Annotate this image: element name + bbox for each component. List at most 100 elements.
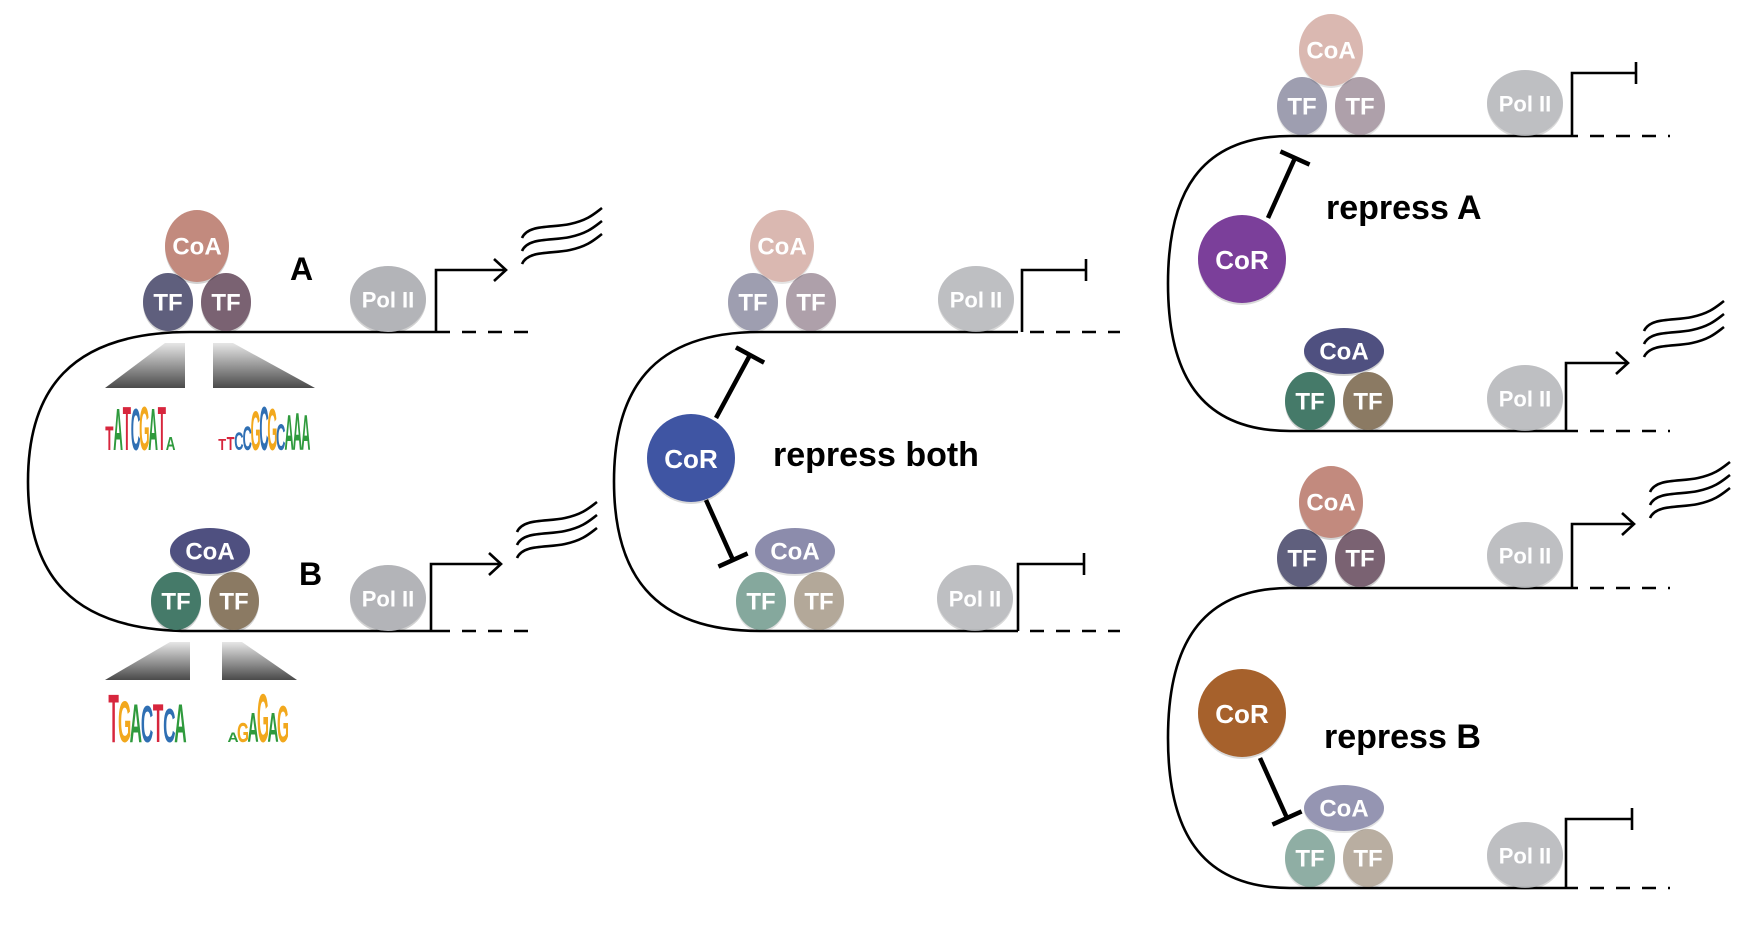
- motif-letter: C: [243, 421, 252, 458]
- ra-gene-b-promoter: [1564, 361, 1628, 431]
- ra-a-tf-1-body: [1277, 77, 1327, 135]
- rb-gene-a-promoter: [1570, 522, 1634, 588]
- both-b-coa-label: CoA: [770, 539, 819, 566]
- motif-letter: G: [257, 680, 269, 757]
- enhancer-b-tf-1-label: TF: [161, 589, 190, 616]
- both-a-coa: CoA: [750, 210, 814, 284]
- enhancer-b-tf-2: TF: [209, 572, 259, 632]
- repress-both-label: repress both: [773, 436, 979, 474]
- rb-pol2-b-body: [1487, 822, 1563, 888]
- repress-a-label: repress A: [1326, 189, 1482, 227]
- inhibit-both-b-line: [703, 499, 736, 561]
- gene-a-promoter: [434, 268, 506, 332]
- enhancer-a-tf-2-label: TF: [211, 290, 240, 317]
- ra-b-coa-body: [1304, 328, 1384, 374]
- transcript-wave-icon: [515, 526, 598, 559]
- enhancer-b-coa-body: [170, 528, 250, 574]
- transcript-wave-icon: [520, 232, 603, 265]
- ra-a-tf-1: TF: [1277, 77, 1327, 137]
- pol2-a-body: [350, 266, 426, 332]
- ra-a-coa: CoA: [1299, 14, 1363, 88]
- enhancer-a-label: A: [290, 251, 313, 287]
- ra-a-tf-2-label: TF: [1345, 94, 1374, 121]
- ra-pol2-a: Pol II: [1487, 70, 1563, 138]
- motif-letter: A: [174, 692, 186, 754]
- transcript-wave-icon: [1648, 486, 1731, 519]
- enhancer-a-tf-1: TF: [143, 273, 193, 333]
- transcript-wave-icon: [515, 500, 598, 533]
- both-a-tf-1: TF: [728, 273, 778, 333]
- rb-pol2-a-body: [1487, 522, 1563, 588]
- both-a-coa-label: CoA: [757, 234, 806, 261]
- ra-a-tf-2: TF: [1335, 77, 1385, 137]
- panel-baseline-dna: [26, 330, 450, 633]
- gene-b-promoter: [429, 562, 501, 631]
- both-a-tf-2-label: TF: [796, 290, 825, 317]
- arrow-head-icon: [488, 552, 503, 576]
- transcript-wave-icon: [1642, 312, 1725, 345]
- inhibit-a-bar: [1279, 149, 1311, 167]
- rb-gene-b-promoter: [1564, 817, 1632, 888]
- ra-pol2-b: Pol II: [1487, 365, 1563, 433]
- inhibit-b-bar: [1271, 809, 1303, 827]
- both-gene-b-promoter: [1016, 562, 1084, 631]
- transcript-wave-icon: [515, 513, 598, 546]
- pol2-b: Pol II: [350, 565, 426, 633]
- both-b-tf-2: TF: [794, 572, 844, 632]
- motif-letter: G: [277, 696, 289, 754]
- enhancer-a-coa-body: [165, 210, 229, 282]
- motif-letter: A: [267, 705, 278, 751]
- both-pol2-a-body: [938, 266, 1014, 332]
- enhancer-a-tf-1-body: [143, 273, 193, 331]
- rb-b-coa-body: [1304, 785, 1384, 831]
- ra-pol2-a-label: Pol II: [1499, 92, 1552, 117]
- ra-b-tf-2-body: [1343, 372, 1393, 430]
- both-pol2-b: Pol II: [937, 565, 1013, 633]
- motif-letter: A: [284, 405, 293, 461]
- motif-letter: C: [259, 395, 268, 464]
- enhancer-a-tf-1-label: TF: [153, 290, 182, 317]
- arrow-head-icon: [1615, 351, 1630, 375]
- pol2-a: Pol II: [350, 266, 426, 334]
- repress-b-label: repress B: [1324, 718, 1481, 756]
- transcript-wave-icon: [520, 219, 603, 252]
- both-a-coa-body: [750, 210, 814, 282]
- ra-pol2-a-body: [1487, 70, 1563, 136]
- enhancer-b-tf-1: TF: [151, 572, 201, 632]
- pol2-b-body: [350, 565, 426, 631]
- motif-letter: T: [218, 437, 226, 454]
- arrow-head-icon: [1621, 512, 1636, 536]
- rb-a-tf-2: TF: [1335, 529, 1385, 589]
- rb-b-tf-1-label: TF: [1295, 846, 1324, 873]
- ra-pol2-b-body: [1487, 365, 1563, 431]
- enhancer-a-tf-2-body: [201, 273, 251, 331]
- ra-gene-a-promoter: [1570, 71, 1636, 136]
- inhibit-both-b-bar: [717, 551, 749, 569]
- rb-a-coa-label: CoA: [1306, 490, 1355, 517]
- ra-b-tf-1: TF: [1285, 372, 1335, 432]
- rb-pol2-a: Pol II: [1487, 522, 1563, 590]
- ra-b-tf-1-body: [1285, 372, 1335, 430]
- enhancer-b-label: B: [299, 556, 322, 592]
- motif-letter: A: [227, 731, 239, 746]
- motif-letter: A: [130, 692, 142, 754]
- motif-letter: A: [148, 398, 158, 464]
- ra-b-tf-2: TF: [1343, 372, 1393, 432]
- rb-b-tf-2-label: TF: [1353, 846, 1382, 873]
- rb-b-tf-1-body: [1285, 829, 1335, 887]
- rb-a-tf-1: TF: [1277, 529, 1327, 589]
- cor-b-label: CoR: [1215, 699, 1269, 729]
- cor-a: CoR: [1198, 215, 1286, 305]
- motif-letter: A: [247, 705, 258, 751]
- both-pol2-b-body: [937, 565, 1013, 631]
- enhancer-b-coa: CoA: [170, 528, 250, 576]
- rb-a-tf-2-body: [1335, 529, 1385, 587]
- ra-a-coa-body: [1299, 14, 1363, 86]
- funnel-b-left: [105, 642, 190, 680]
- both-b-tf-1-body: [736, 572, 786, 630]
- rb-a-coa-body: [1299, 466, 1363, 538]
- motif-letter: T: [123, 393, 131, 463]
- motif-letter: T: [108, 680, 119, 757]
- both-pol2-b-label: Pol II: [949, 587, 1002, 612]
- motif-letter: A: [301, 405, 310, 461]
